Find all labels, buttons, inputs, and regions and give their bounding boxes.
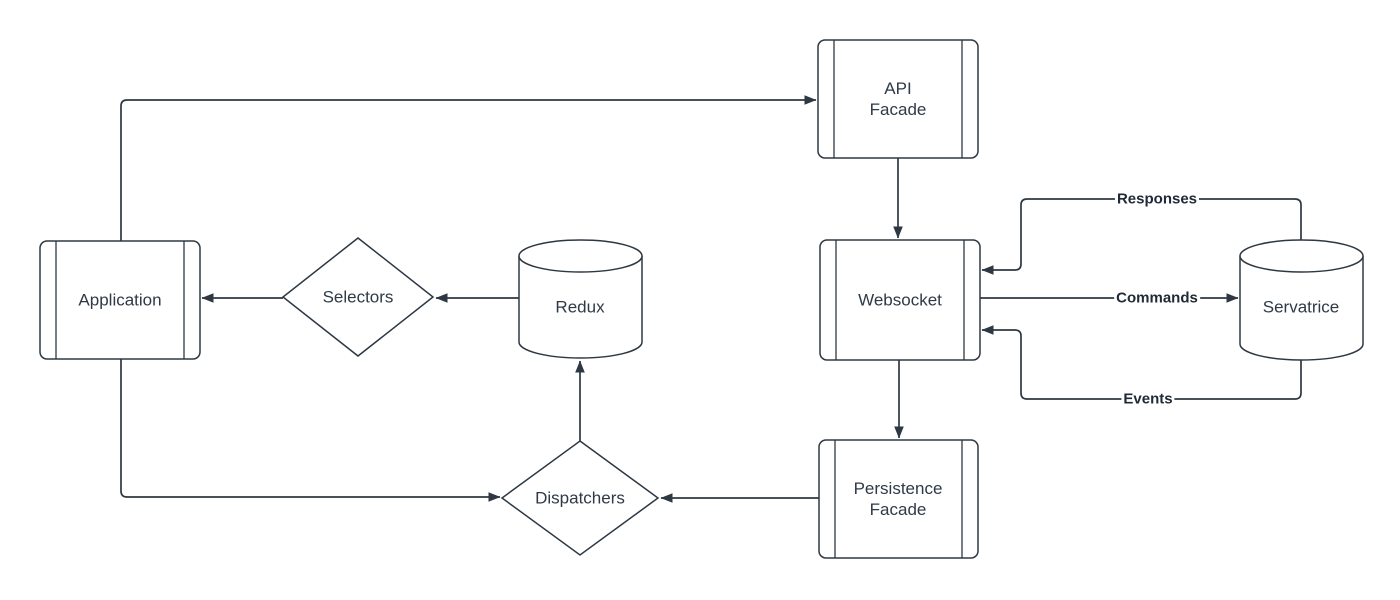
node-label-servatrice: Servatrice [1262, 297, 1340, 317]
diagram-nodes [39, 39, 1364, 559]
node-dispatchers [500, 440, 660, 556]
node-application [39, 240, 201, 360]
node-label-websocket: Websocket [858, 290, 942, 310]
node-label-persistence-facade: Persistence Facade [853, 478, 943, 519]
edge-application-to-dispatchers [120, 359, 501, 502]
node-selectors [281, 237, 435, 357]
node-redux [518, 239, 643, 359]
node-websocket [819, 239, 981, 361]
edge-label-events: Events [1121, 390, 1175, 408]
node-servatrice [1239, 239, 1364, 361]
edge-responses-servatrice-to-websocket [981, 198, 1302, 275]
node-label-application: Application [78, 290, 162, 310]
edge-label-responses: Responses [1114, 190, 1200, 208]
node-api-facade [817, 39, 979, 159]
node-label-api-facade: API Facade [869, 78, 927, 119]
node-label-dispatchers: Dispatchers [535, 488, 625, 508]
edge-label-commands: Commands [1114, 289, 1200, 307]
edge-events-servatrice-to-websocket [981, 325, 1302, 400]
node-persistence-facade [818, 439, 979, 559]
edge-application-to-api-facade [120, 95, 817, 241]
node-label-redux: Redux [555, 297, 605, 317]
node-label-selectors: Selectors [322, 287, 394, 307]
